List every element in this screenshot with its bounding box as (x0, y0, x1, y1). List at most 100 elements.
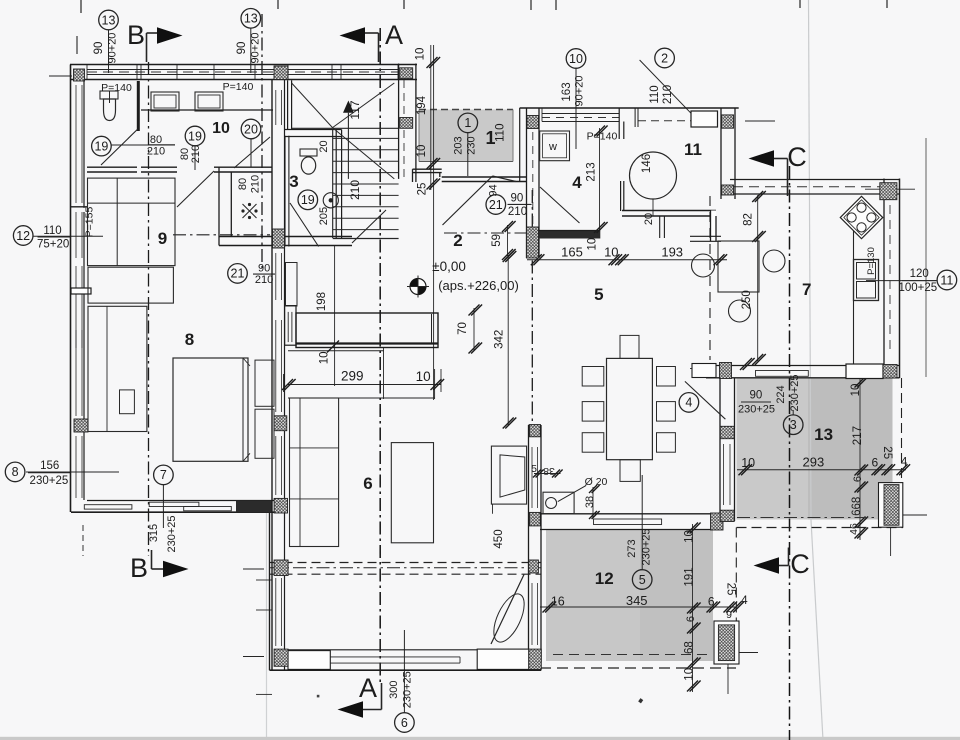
svg-text:38: 38 (584, 496, 596, 508)
svg-text:342: 342 (493, 330, 505, 349)
svg-text:11: 11 (940, 273, 953, 287)
svg-text:P=130: P=130 (866, 247, 877, 275)
svg-text:110: 110 (495, 124, 507, 142)
svg-text:25: 25 (416, 183, 428, 196)
svg-text:19: 19 (94, 139, 108, 153)
svg-text:345: 345 (626, 593, 648, 608)
svg-text:3: 3 (289, 172, 298, 191)
svg-text:90: 90 (511, 193, 524, 205)
svg-text:5: 5 (639, 573, 646, 587)
svg-text:213: 213 (586, 162, 598, 181)
svg-text:8: 8 (185, 330, 194, 349)
svg-text:6: 6 (685, 616, 697, 622)
svg-text:7: 7 (160, 468, 167, 482)
svg-text:230+25: 230+25 (30, 475, 69, 487)
svg-text:1: 1 (485, 128, 495, 148)
svg-text:11: 11 (684, 140, 702, 159)
svg-text:299: 299 (341, 368, 364, 383)
svg-text:P=140: P=140 (587, 131, 618, 143)
svg-text:38: 38 (543, 465, 555, 477)
svg-text:191: 191 (684, 567, 696, 586)
svg-text:6: 6 (401, 716, 408, 730)
svg-text:46: 46 (848, 523, 860, 535)
svg-text:P=140: P=140 (223, 81, 254, 93)
svg-text:A: A (359, 673, 377, 703)
svg-text:82: 82 (743, 213, 755, 226)
svg-text:10: 10 (415, 48, 427, 61)
svg-text:10: 10 (850, 384, 862, 397)
svg-text:210: 210 (250, 175, 262, 193)
svg-text:90+20: 90+20 (250, 33, 262, 64)
svg-text:P=140: P=140 (101, 82, 132, 94)
svg-text:6: 6 (852, 476, 864, 482)
svg-text:110: 110 (43, 225, 61, 237)
svg-text:230+25: 230+25 (789, 374, 801, 411)
svg-text:80: 80 (150, 134, 162, 146)
svg-text:B: B (127, 20, 145, 50)
svg-text:20: 20 (318, 140, 330, 152)
svg-text:80: 80 (237, 178, 249, 190)
svg-text:230+25: 230+25 (738, 404, 775, 416)
svg-text:4: 4 (685, 396, 692, 410)
svg-text:90: 90 (750, 390, 763, 402)
svg-text:B: B (130, 553, 148, 583)
svg-text:10: 10 (569, 52, 583, 66)
svg-text:315: 315 (148, 524, 160, 542)
svg-text:10: 10 (416, 369, 431, 384)
svg-text:21: 21 (489, 198, 503, 212)
svg-text:9: 9 (158, 229, 167, 248)
svg-text:100+25: 100+25 (898, 282, 937, 294)
svg-text:6: 6 (708, 595, 715, 609)
svg-text:C: C (790, 549, 810, 579)
svg-text:20: 20 (244, 122, 258, 136)
svg-text:205: 205 (318, 207, 330, 225)
svg-text:668: 668 (851, 497, 863, 516)
svg-text:59: 59 (491, 234, 503, 247)
svg-text:25: 25 (881, 446, 893, 459)
svg-text:10: 10 (684, 530, 696, 543)
svg-text:19: 19 (188, 129, 202, 143)
svg-text:156: 156 (40, 460, 59, 472)
svg-text:146: 146 (641, 154, 653, 173)
svg-text:13: 13 (814, 425, 833, 444)
svg-text:273: 273 (626, 539, 638, 557)
svg-text:A: A (385, 20, 403, 50)
svg-text:±0,00: ±0,00 (432, 259, 466, 274)
svg-text:Ø 20: Ø 20 (585, 476, 608, 488)
svg-text:10: 10 (416, 145, 428, 158)
svg-text:5: 5 (594, 285, 603, 304)
svg-text:163: 163 (561, 82, 573, 101)
svg-text:90+20: 90+20 (574, 76, 586, 107)
svg-text:21: 21 (231, 267, 245, 281)
svg-text:300: 300 (388, 681, 400, 699)
svg-text:210: 210 (348, 180, 362, 200)
svg-text:193: 193 (661, 245, 683, 260)
svg-text:10: 10 (587, 238, 599, 251)
svg-text:90: 90 (93, 42, 105, 55)
svg-text:9: 9 (726, 609, 732, 621)
svg-text:94: 94 (488, 184, 500, 196)
svg-text:293: 293 (803, 455, 825, 470)
svg-text:5: 5 (531, 463, 537, 475)
svg-text:4: 4 (741, 593, 748, 607)
svg-text:217: 217 (852, 426, 864, 445)
svg-text:450: 450 (493, 529, 505, 548)
svg-text:210: 210 (255, 274, 273, 286)
svg-text:80: 80 (179, 148, 191, 160)
svg-text:165: 165 (561, 245, 583, 260)
svg-text:6: 6 (872, 456, 879, 470)
svg-text:230+25: 230+25 (166, 515, 178, 552)
svg-text:10: 10 (604, 245, 618, 260)
svg-text:1: 1 (464, 116, 471, 130)
svg-text:6: 6 (363, 474, 372, 493)
svg-text:230: 230 (465, 136, 477, 154)
svg-text:13: 13 (244, 12, 258, 26)
svg-text:10: 10 (741, 456, 755, 470)
svg-text:C: C (787, 142, 807, 172)
svg-text:8: 8 (12, 465, 19, 479)
svg-text:120: 120 (910, 268, 929, 280)
svg-text:117: 117 (348, 100, 362, 119)
svg-text:w: w (548, 141, 557, 153)
svg-text:16: 16 (551, 595, 565, 609)
svg-text:10: 10 (212, 120, 230, 137)
